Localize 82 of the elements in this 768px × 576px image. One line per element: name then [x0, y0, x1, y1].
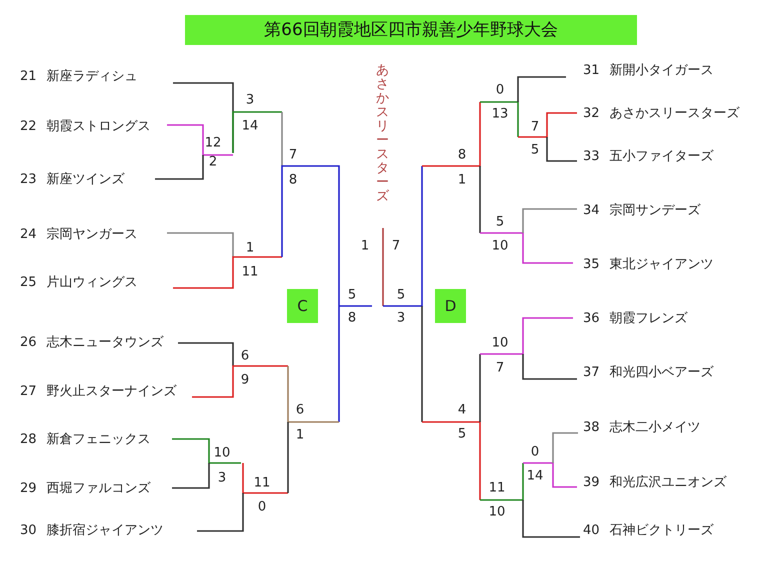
team-name: 和光広沢ユニオンズ [610, 475, 727, 491]
score: 8 [288, 172, 298, 188]
entry-number: 22 [20, 119, 37, 135]
team-name: 宗岡ヤンガース [46, 227, 138, 243]
score: 10 [488, 504, 506, 520]
score: 11 [254, 476, 270, 490]
score: 3 [246, 92, 254, 108]
score: 0 [258, 500, 266, 514]
winner-label: あさかスリースターズ [375, 64, 390, 204]
score: 8 [458, 148, 466, 162]
score: 5 [530, 142, 540, 158]
entry-number: 35 [583, 257, 600, 273]
score: 14 [242, 118, 258, 134]
entry-number: 25 [20, 275, 37, 291]
team-name: 宗岡サンデーズ [610, 203, 701, 219]
team-name: 朝霞フレンズ [610, 311, 688, 327]
team-name: 新倉フェニックス [46, 432, 151, 448]
entry-number: 37 [583, 365, 600, 381]
team-name: 新開小タイガース [610, 63, 714, 79]
score: 7 [496, 360, 504, 376]
score: 6 [240, 348, 250, 364]
team-name: 新座ツインズ [46, 172, 125, 188]
entry-number: 23 [20, 172, 37, 188]
score: 5 [496, 214, 504, 230]
entry-number: 32 [583, 106, 600, 122]
score: 7 [288, 148, 298, 162]
team-name: 和光四小ベアーズ [610, 365, 714, 381]
entry-number: 29 [20, 481, 37, 497]
team-name: 野火止スターナインズ [46, 384, 177, 400]
title-banner: 第66回朝霞地区四市親善少年野球大会 [185, 15, 637, 45]
score: 5 [396, 288, 406, 302]
entry-number: 38 [583, 420, 600, 436]
score: 5 [458, 426, 466, 442]
score: 4 [458, 402, 466, 418]
entry-number: 21 [20, 69, 37, 85]
score: 13 [492, 106, 508, 122]
score: 1 [360, 238, 370, 254]
entry-number: 34 [583, 203, 600, 219]
entry-number: 27 [20, 384, 37, 400]
score: 11 [242, 264, 258, 280]
team-name: 西堀ファルコンズ [46, 481, 151, 497]
team-name: 東北ジャイアンツ [610, 257, 714, 273]
score: 6 [296, 402, 304, 418]
team-name: 片山ウィングス [46, 275, 138, 291]
score: 1 [246, 240, 254, 256]
score: 1 [296, 428, 304, 442]
team-name: 志木二小メイツ [610, 420, 701, 436]
score: 7 [392, 238, 400, 254]
team-name: 膝折宿ジャイアンツ [46, 523, 164, 539]
score: 11 [488, 480, 506, 496]
team-name: 朝霞ストロングス [46, 119, 151, 135]
entry-number: 24 [20, 227, 37, 243]
score: 0 [496, 82, 504, 98]
score: 10 [492, 336, 508, 350]
score: 14 [526, 468, 544, 484]
score: 8 [348, 310, 356, 326]
entry-number: 40 [583, 523, 600, 539]
entry-number: 28 [20, 432, 37, 448]
entry-number: 39 [583, 475, 600, 491]
score: 3 [218, 470, 226, 486]
score: 9 [240, 372, 250, 388]
score: 0 [530, 444, 540, 460]
block-label-box: D [435, 289, 466, 323]
score: 5 [348, 288, 356, 302]
score: 10 [492, 238, 508, 254]
block-label-box: C [287, 289, 318, 323]
score: 12 [204, 136, 222, 150]
team-name: 志木ニュータウンズ [46, 335, 164, 351]
score: 3 [396, 310, 406, 326]
score: 7 [530, 120, 540, 134]
entry-number: 36 [583, 311, 600, 327]
team-name: 新座ラディシュ [46, 69, 138, 85]
entry-number: 31 [583, 63, 600, 79]
score: 10 [214, 446, 230, 460]
entry-number: 30 [20, 523, 37, 539]
team-name: あさかスリースターズ [610, 106, 740, 122]
entry-number: 33 [583, 149, 600, 165]
entry-number: 26 [20, 335, 37, 351]
team-name: 石神ビクトリーズ [610, 523, 714, 539]
team-name: 五小ファイターズ [610, 149, 714, 165]
score: 2 [208, 154, 218, 170]
score: 1 [458, 172, 466, 188]
